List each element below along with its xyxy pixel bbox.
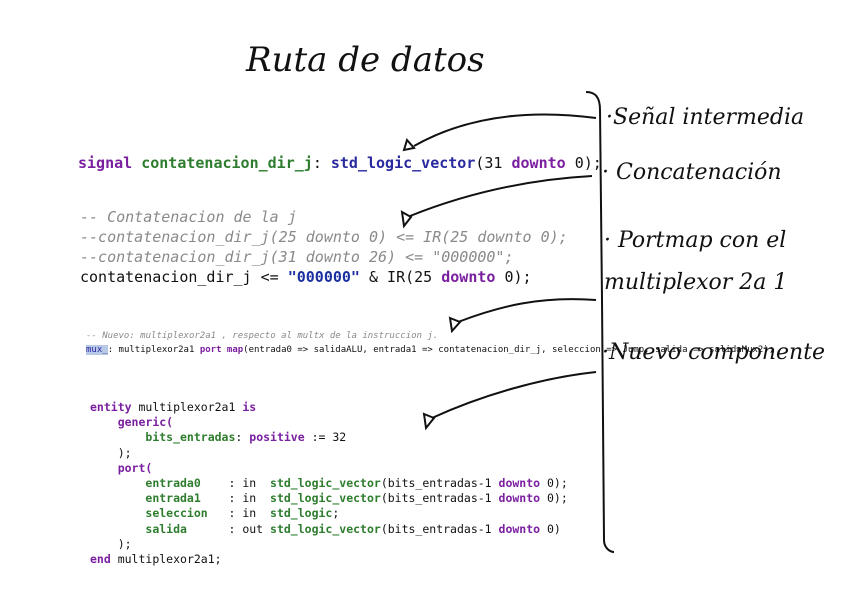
arrow-signal bbox=[413, 113, 597, 147]
code-keyword: end bbox=[90, 552, 111, 567]
code-text: : bbox=[312, 154, 331, 172]
code-text: (entrada0 => salidaALU, entrada1 => cont… bbox=[243, 345, 775, 355]
code-entity: entity multiplexor2a1 is generic( bits_e… bbox=[90, 400, 568, 567]
arrowhead-concat bbox=[400, 210, 413, 229]
arrowhead-portmap bbox=[448, 316, 462, 334]
code-keyword: is bbox=[242, 400, 257, 414]
code-text: multiplexor2a1; bbox=[110, 552, 222, 567]
code-keyword: downto bbox=[441, 268, 496, 286]
annotation-senal-intermedia: ·Señal intermedia bbox=[606, 105, 805, 130]
code-portmap: -- Nuevo: multiplexor2a1 , respecto al m… bbox=[86, 329, 774, 357]
annotation-nuevo-componente: ·Nuevo componente bbox=[602, 340, 826, 365]
code-keyword: port( bbox=[117, 460, 153, 475]
code-text: multiplexor2a1 bbox=[131, 400, 243, 414]
code-text: : in bbox=[228, 491, 271, 506]
code-text: & IR(25 bbox=[359, 268, 442, 286]
code-text: 0); bbox=[565, 154, 602, 172]
code-text: : out bbox=[228, 521, 271, 536]
code-keyword: entity bbox=[90, 400, 132, 414]
code-text: ); bbox=[117, 445, 132, 460]
code-identifier: entrada0 bbox=[145, 476, 201, 491]
code-identifier: contatenacion_dir_j bbox=[141, 154, 313, 172]
arrow-portmap bbox=[457, 298, 597, 323]
code-text: : in bbox=[228, 506, 271, 521]
code-keyword: port map bbox=[199, 345, 244, 355]
annotation-portmap-line1: · Portmap con el bbox=[604, 228, 787, 253]
code-comment: --contatenacion_dir_j(25 downto 0) <= IR… bbox=[80, 228, 568, 246]
code-type: std_logic_vector bbox=[270, 521, 381, 536]
code-keyword: downto bbox=[498, 476, 541, 491]
code-text: ); bbox=[117, 536, 132, 551]
annotation-concatenacion: · Concatenación bbox=[602, 160, 782, 185]
arrow-concat bbox=[409, 175, 593, 217]
arrow-component bbox=[431, 371, 597, 419]
code-keyword: positive bbox=[249, 430, 305, 445]
code-text: ; bbox=[332, 506, 340, 521]
bracket-line bbox=[585, 91, 615, 553]
code-type: std_logic_vector bbox=[330, 154, 476, 172]
code-identifier: salida bbox=[145, 521, 187, 536]
code-keyword: downto bbox=[498, 521, 541, 536]
code-comment: -- Nuevo: multiplexor2a1 , respecto al m… bbox=[86, 331, 439, 341]
code-text: 0); bbox=[540, 491, 568, 506]
code-text: (bits_entradas-1 bbox=[380, 476, 499, 491]
code-concatenation: -- Contatenacion de la j --contatenacion… bbox=[80, 207, 568, 287]
code-text: : bbox=[235, 430, 250, 445]
code-text: := 32 bbox=[304, 430, 347, 445]
code-keyword: generic( bbox=[117, 415, 174, 430]
code-text: 0); bbox=[540, 476, 568, 491]
code-label-highlight: mux_ bbox=[86, 345, 108, 355]
code-identifier: seleccion bbox=[145, 506, 208, 521]
code-type: std_logic_vector bbox=[270, 491, 381, 506]
code-identifier: entrada1 bbox=[145, 491, 201, 506]
code-signal-declaration: signal contatenacion_dir_j: std_logic_ve… bbox=[78, 154, 602, 172]
code-comment: --contatenacion_dir_j(31 downto 26) <= "… bbox=[80, 248, 514, 266]
code-text: (bits_entradas-1 bbox=[380, 521, 499, 536]
code-text: : multiplexor2a1 bbox=[107, 345, 200, 355]
code-text: 0); bbox=[495, 268, 532, 286]
code-keyword: signal bbox=[78, 154, 133, 172]
code-text: (31 bbox=[475, 154, 512, 172]
arrowhead-signal bbox=[402, 137, 416, 152]
code-type: std_logic bbox=[270, 506, 333, 521]
code-type: std_logic_vector bbox=[270, 476, 381, 491]
page-title: Ruta de datos bbox=[246, 40, 485, 80]
code-text: 0) bbox=[540, 521, 561, 536]
code-string: "000000" bbox=[287, 268, 360, 286]
code-text: : in bbox=[228, 476, 271, 491]
code-text: (bits_entradas-1 bbox=[380, 491, 499, 506]
arrowhead-component bbox=[422, 412, 436, 431]
code-keyword: downto bbox=[511, 154, 566, 172]
code-text: contatenacion_dir_j <= bbox=[80, 268, 288, 286]
code-keyword: downto bbox=[498, 491, 541, 506]
code-identifier: bits_entradas bbox=[145, 430, 236, 445]
code-comment: -- Contatenacion de la j bbox=[80, 208, 297, 226]
annotation-portmap-line2: multiplexor 2a 1 bbox=[604, 270, 788, 295]
